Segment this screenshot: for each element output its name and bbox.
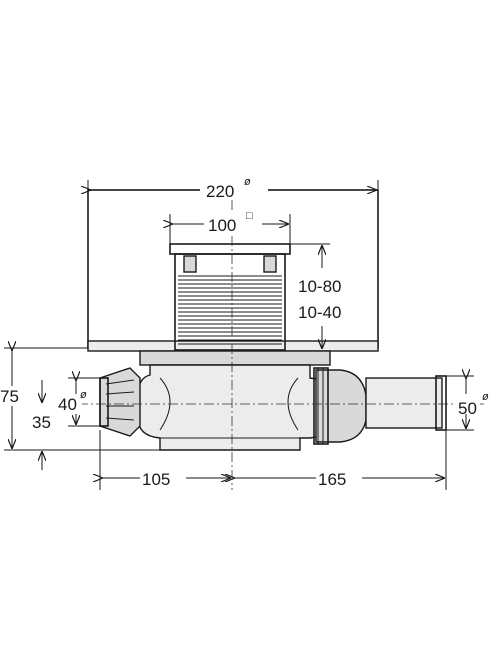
riser-ribs (178, 275, 282, 345)
outlet-elbow (313, 367, 367, 445)
dim-40-diameter-symbol: ø (80, 389, 87, 401)
inlet-nut (99, 367, 141, 437)
dim-50-label: 50 (458, 399, 477, 418)
dim-35-label: 35 (32, 413, 51, 432)
dim-75-label: 75 (0, 387, 19, 406)
dim-100-square-symbol: □ (246, 210, 253, 222)
trap-body (137, 364, 331, 451)
dim-100-label: 100 (208, 216, 236, 235)
height-range-2-label: 10-40 (298, 303, 341, 322)
body-flange (139, 350, 331, 366)
dim-220-label: 220 (206, 182, 234, 201)
dim-40-label: 40 (58, 395, 77, 414)
square-frame (169, 243, 291, 255)
dim-220-diameter-symbol: ø (244, 176, 251, 188)
dim-105-label: 105 (142, 470, 170, 489)
dim-50-diameter-symbol: ø (482, 391, 489, 403)
outlet-pipe (365, 375, 447, 431)
dim-165-label: 165 (318, 470, 346, 489)
height-range-1-label: 10-80 (298, 277, 341, 296)
ribbed-riser (174, 253, 286, 351)
